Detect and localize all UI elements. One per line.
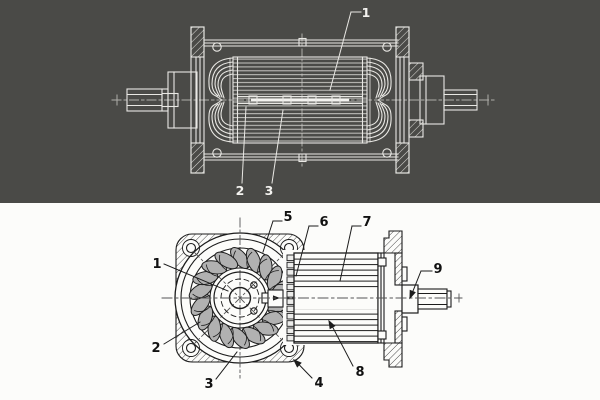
flange-bolt-hole <box>185 242 197 254</box>
output-shaft <box>401 284 452 314</box>
end-winding-right <box>366 57 392 143</box>
shaft-left <box>126 88 179 112</box>
motor-body-side-view <box>261 250 387 345</box>
shaft-right <box>443 89 478 111</box>
callout-8-arrowhead <box>328 319 336 330</box>
end-flange-right <box>395 26 410 174</box>
callout-9-arrowhead <box>409 289 416 300</box>
bottom-callout-label-1: 1 <box>152 257 161 272</box>
bearing-housing-left <box>167 71 198 129</box>
cooling-fins-top <box>294 255 378 289</box>
bottom-panel-fan-end-view: 1 2 3 4 5 6 7 8 9 <box>0 203 600 400</box>
flange-bolt-hole <box>185 342 197 354</box>
motor-frame-rails <box>203 37 399 163</box>
top-callout-label-2: 2 <box>236 183 245 198</box>
callout-5-leader <box>262 220 274 253</box>
hub-hole <box>250 307 258 315</box>
cooling-fins-bottom <box>294 309 378 342</box>
bottom-callout-label-8: 8 <box>355 365 364 380</box>
bottom-callout-label-4: 4 <box>314 376 323 391</box>
callout-2-leader <box>163 321 201 345</box>
callout-2-leader <box>241 106 247 184</box>
top-callout-labels: 1 2 3 <box>236 5 371 198</box>
bottom-callout-labels: 1 2 3 4 5 6 7 8 9 <box>151 210 442 392</box>
callout-3-leader <box>215 351 238 380</box>
end-bracket <box>383 230 408 368</box>
bottom-drawing <box>161 217 463 380</box>
bottom-callout-leaders <box>163 220 433 380</box>
top-callout-leaders <box>241 11 362 184</box>
bottom-callout-label-7: 7 <box>362 215 371 230</box>
callout-6-leader <box>295 225 310 277</box>
bottom-horizontal-centerline <box>161 293 463 303</box>
hub-hole <box>250 281 258 289</box>
top-callout-label-3: 3 <box>265 183 274 198</box>
callout-1-leader <box>329 11 352 91</box>
callout-8-leader <box>329 321 354 367</box>
bottom-callout-label-2: 2 <box>151 341 160 356</box>
callout-1-leader <box>163 263 229 292</box>
callout-4-arrowhead <box>292 359 302 368</box>
bottom-callout-label-3: 3 <box>204 377 213 392</box>
callout-7-leader <box>339 225 353 282</box>
rotor-air-gap <box>237 95 363 105</box>
bottom-callout-label-5: 5 <box>283 210 292 225</box>
end-winding-left <box>208 57 234 143</box>
bottom-callout-label-9: 9 <box>433 262 442 277</box>
top-callout-label-1: 1 <box>362 5 371 20</box>
end-flange-left <box>190 26 205 174</box>
centerline-arrow <box>273 295 280 301</box>
top-drawing <box>111 11 498 184</box>
top-panel-longitudinal-section: 1 2 3 <box>0 0 600 203</box>
callout-3-leader <box>271 109 284 184</box>
bottom-callout-label-6: 6 <box>319 215 328 230</box>
